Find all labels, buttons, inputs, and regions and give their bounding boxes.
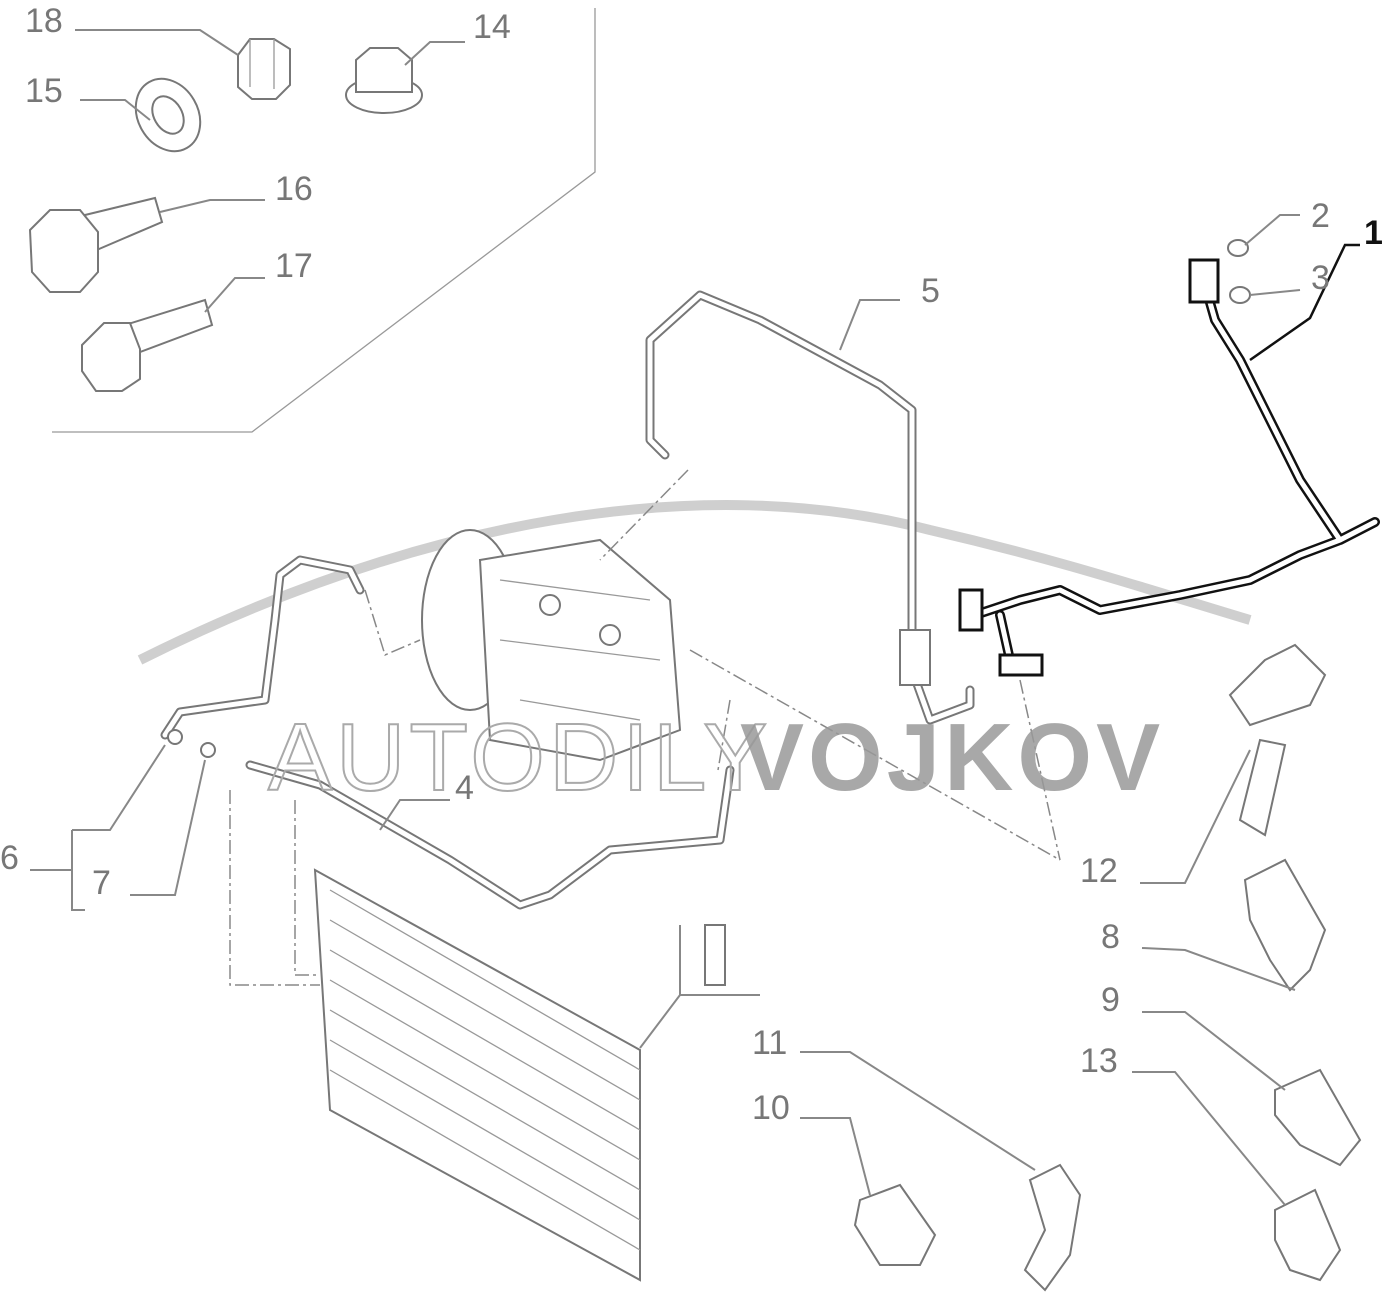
reference-lines (229, 469, 1061, 986)
compressor (421, 529, 682, 762)
part-1-pipe-highlighted[interactable] (958, 258, 1380, 677)
part-5-pipe[interactable] (645, 290, 975, 725)
part-15-washer[interactable] (123, 67, 213, 163)
label-16: 16 (275, 170, 313, 208)
part-13-clip[interactable] (1274, 1188, 1342, 1282)
condenser (313, 868, 641, 1282)
hardware-group-outline (52, 8, 596, 433)
label-4: 4 (455, 769, 474, 807)
label-9: 9 (1101, 981, 1120, 1019)
watermark: AUTODILY VOJKOV (267, 703, 1164, 812)
svg-text:AUTODILY: AUTODILY (268, 704, 771, 811)
label-1: 1 (1364, 214, 1383, 252)
part-8-clip[interactable] (1243, 858, 1327, 992)
label-17: 17 (275, 247, 313, 285)
label-15: 15 (25, 72, 63, 110)
part-6-seal[interactable] (167, 729, 183, 745)
part-2-seal[interactable] (1227, 239, 1249, 257)
label-11: 11 (752, 1024, 787, 1062)
label-13: 13 (1080, 1042, 1118, 1080)
part-6-pipe[interactable] (160, 555, 365, 740)
part-10-clip[interactable] (853, 1183, 937, 1266)
part-12-clip[interactable] (1228, 643, 1327, 837)
label-10: 10 (752, 1089, 790, 1127)
part-3-seal[interactable] (1229, 286, 1251, 304)
leader-lines (30, 29, 1360, 1206)
label-12: 12 (1080, 852, 1118, 890)
part-4-pipe[interactable] (245, 760, 735, 910)
part-9-clip[interactable] (1274, 1068, 1362, 1167)
part-7-seal[interactable] (200, 742, 216, 758)
label-5: 5 (921, 272, 940, 310)
label-2: 2 (1311, 197, 1330, 235)
label-18: 18 (25, 2, 63, 40)
watermark-swoosh (137, 500, 1252, 665)
part-17-bolt[interactable] (81, 298, 214, 392)
pressure-switch (704, 924, 726, 986)
label-3: 3 (1311, 259, 1330, 297)
part-18-hex-nut[interactable] (237, 38, 291, 100)
label-14: 14 (473, 8, 511, 46)
part-11-clip[interactable] (1023, 1163, 1082, 1292)
part-16-flange-bolt[interactable] (28, 196, 164, 293)
part-14-flange-nut[interactable] (345, 47, 423, 114)
label-7: 7 (92, 864, 111, 902)
label-8: 8 (1101, 918, 1120, 956)
label-6: 6 (0, 839, 19, 877)
svg-text:VOJKOV: VOJKOV (740, 704, 1164, 811)
